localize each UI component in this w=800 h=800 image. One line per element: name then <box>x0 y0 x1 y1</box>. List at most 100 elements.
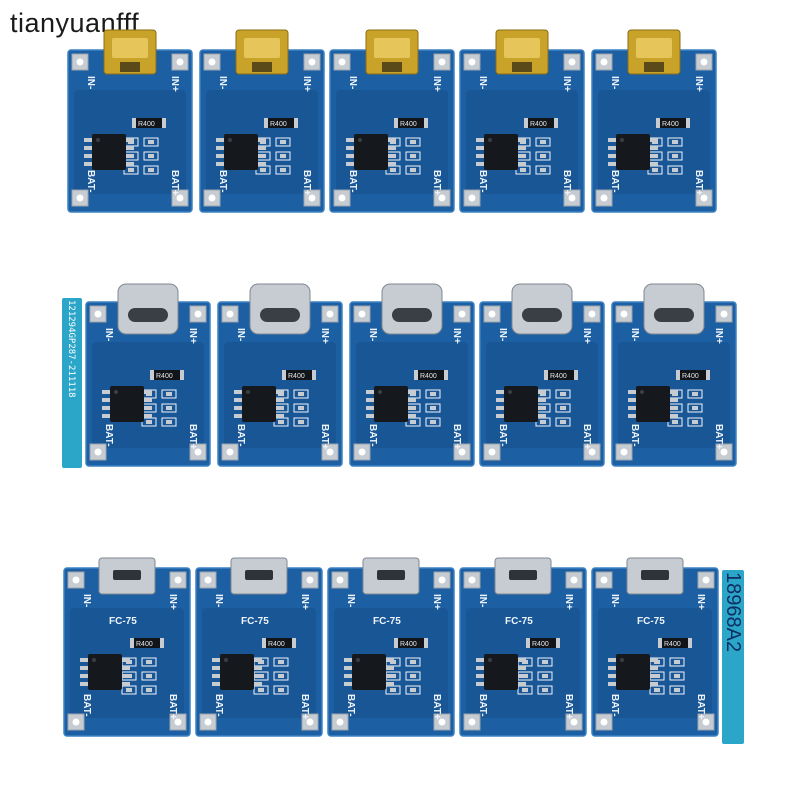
resistor <box>136 118 162 128</box>
resistor <box>134 638 160 648</box>
pad-hole <box>468 718 476 726</box>
smd-part <box>278 420 284 424</box>
pad-hole <box>488 448 496 456</box>
charger-board: IN-IN+BAT-BAT+R400 <box>610 282 738 468</box>
mini-usb-opening <box>374 38 410 58</box>
smd-part <box>166 406 172 410</box>
resistor-label: R400 <box>662 121 679 128</box>
resistor-cap <box>658 638 662 648</box>
label-in-plus: IN+ <box>431 594 442 610</box>
ic-pin <box>650 146 658 150</box>
ic-pin <box>126 138 134 142</box>
charger-board: IN-IN+BAT-BAT+R400 <box>328 28 456 214</box>
label-in-plus: IN+ <box>695 594 706 610</box>
smd-footprint <box>161 389 177 399</box>
resistor-cap <box>686 118 690 128</box>
ic-pin <box>144 390 152 394</box>
pad-hole <box>308 58 316 66</box>
resistor-cap <box>676 370 680 380</box>
smd-footprint <box>555 403 571 413</box>
ic-pin <box>476 666 484 670</box>
ic-dot <box>488 658 492 662</box>
resistor-cap <box>394 118 398 128</box>
ic-pin <box>650 666 658 670</box>
smd-part <box>278 688 284 692</box>
label-bat-plus: BAT+ <box>319 424 330 450</box>
smd-footprint <box>535 151 551 161</box>
smd-part <box>298 392 304 396</box>
smd-part <box>390 688 396 692</box>
micro-usb-opening <box>377 570 405 580</box>
ic-pin <box>254 666 262 670</box>
smd-footprint <box>405 165 421 175</box>
ic-pin <box>84 162 92 166</box>
label-bat-plus: BAT+ <box>451 424 462 450</box>
ic-dot <box>96 138 100 142</box>
label-bat-minus: BAT- <box>477 694 488 717</box>
charger-board: IN-IN+BAT-BAT+R400 <box>198 28 326 214</box>
label-fc75: FC-75 <box>505 616 533 627</box>
ic-pin <box>344 674 352 678</box>
ic-pin <box>608 682 616 686</box>
ic-chip <box>220 654 254 690</box>
mini-usb-pins <box>644 62 664 72</box>
ic-pin <box>518 682 526 686</box>
label-in-plus: IN+ <box>299 594 310 610</box>
smd-footprint <box>141 657 157 667</box>
label-bat-plus: BAT+ <box>695 694 706 720</box>
ic-pin <box>476 674 484 678</box>
ic-pin <box>102 390 110 394</box>
pad-hole <box>600 194 608 202</box>
label-in-plus: IN+ <box>713 328 724 344</box>
mini-usb-pins <box>382 62 402 72</box>
smd-part <box>692 420 698 424</box>
label-bat-plus: BAT+ <box>581 424 592 450</box>
ic-pin <box>650 674 658 678</box>
board-svg: IN-IN+BAT-BAT+R400 <box>329 29 455 213</box>
resistor-cap <box>294 118 298 128</box>
resistor <box>266 638 292 648</box>
smd-footprint <box>405 685 421 695</box>
ic-pin <box>608 154 616 158</box>
smd-part <box>540 154 546 158</box>
label-in-minus: IN- <box>367 328 378 341</box>
pad-hole <box>488 310 496 318</box>
ic-pin <box>476 682 484 686</box>
smd-footprint <box>405 137 421 147</box>
smd-part <box>542 674 548 678</box>
smd-footprint <box>687 417 703 427</box>
label-bat-plus: BAT+ <box>169 170 180 196</box>
ic-pin <box>650 658 658 662</box>
ic-dot <box>356 658 360 662</box>
ic-pin <box>80 682 88 686</box>
resistor-cap <box>556 638 560 648</box>
ic-pin <box>84 154 92 158</box>
ic-pin <box>408 398 416 402</box>
smd-footprint <box>669 657 685 667</box>
pad-hole <box>600 718 608 726</box>
resistor <box>268 118 294 128</box>
ic-pin <box>212 674 220 678</box>
ic-dot <box>488 138 492 142</box>
smd-part <box>278 674 284 678</box>
usb-c-opening <box>654 308 694 322</box>
smd-part <box>410 420 416 424</box>
micro-usb-opening <box>509 570 537 580</box>
pad-hole <box>174 718 182 726</box>
smd-part <box>692 392 698 396</box>
resistor <box>660 118 686 128</box>
micro-usb-opening <box>641 570 669 580</box>
pad-hole <box>570 576 578 584</box>
pad-hole <box>194 310 202 318</box>
resistor-cap <box>130 638 134 648</box>
label-fc75: FC-75 <box>109 616 137 627</box>
ic-pin <box>518 674 526 678</box>
label-bat-plus: BAT+ <box>563 694 574 720</box>
ic-dot <box>620 658 624 662</box>
ic-dot <box>246 390 250 394</box>
resistor <box>662 638 688 648</box>
smd-footprint <box>405 151 421 161</box>
resistor-cap <box>414 370 418 380</box>
ic-pin <box>254 682 262 686</box>
